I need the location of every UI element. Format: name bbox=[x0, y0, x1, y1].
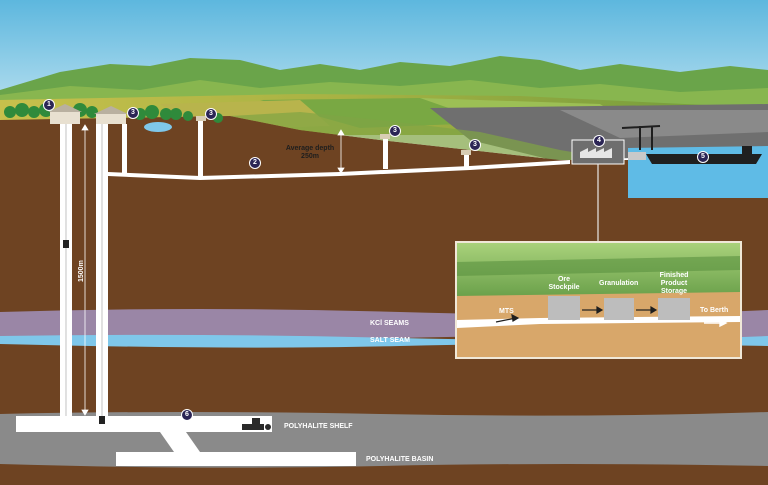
kcl-seams-label: KCl SEAMS bbox=[370, 320, 409, 327]
cage-2 bbox=[99, 416, 105, 424]
mining-machine-icon bbox=[242, 418, 271, 430]
minehead-buildings bbox=[48, 104, 128, 124]
earth bbox=[0, 116, 768, 485]
polyhalite-basin-label: POLYHALITE BASIN bbox=[366, 456, 434, 463]
mts-label: MTS bbox=[499, 308, 514, 315]
badge-1: 1 bbox=[43, 99, 55, 111]
tunnels bbox=[16, 121, 570, 466]
port-shed bbox=[628, 152, 646, 160]
finished-product-storage-label: Finished Product Storage bbox=[654, 272, 694, 296]
processing-plant-icon bbox=[571, 139, 625, 165]
polyhalite-shelf-label: POLYHALITE SHELF bbox=[284, 423, 353, 430]
badge-3d: 3 bbox=[469, 139, 481, 151]
salt-seam-label: SALT SEAM bbox=[370, 337, 410, 344]
vent-hut-2 bbox=[380, 134, 390, 139]
average-depth-label: Average depth 250m bbox=[284, 145, 336, 161]
vent-hut-1 bbox=[196, 116, 206, 121]
field-edge bbox=[230, 112, 620, 160]
finished-line2: Product bbox=[660, 280, 688, 287]
badge-4: 4 bbox=[593, 135, 605, 147]
pond bbox=[144, 122, 172, 132]
coastal-land-light bbox=[560, 110, 768, 138]
badge-5: 5 bbox=[697, 151, 709, 163]
shaft-depth-label: 1500m bbox=[78, 260, 85, 282]
finished-line1: Finished bbox=[659, 272, 689, 279]
ore-stockpile-line1: Ore bbox=[557, 276, 571, 283]
cage-1 bbox=[63, 240, 69, 248]
to-berth-arrow bbox=[704, 318, 728, 328]
ore-stockpile-label: Ore Stockpile bbox=[544, 276, 584, 292]
inset-arrows bbox=[495, 305, 658, 323]
to-berth-label: To Berth bbox=[700, 307, 729, 314]
badge-3c: 3 bbox=[389, 125, 401, 137]
badge-2: 2 bbox=[249, 157, 261, 169]
finished-line3: Storage bbox=[660, 288, 688, 295]
salt-seam bbox=[0, 334, 768, 348]
granulation-label: Granulation bbox=[599, 280, 639, 287]
badge-6: 6 bbox=[181, 409, 193, 421]
ore-stockpile-line2: Stockpile bbox=[548, 284, 580, 291]
average-depth-line1: Average depth bbox=[285, 145, 335, 152]
average-depth-line2: 250m bbox=[301, 153, 319, 160]
vent-hut-3 bbox=[461, 150, 471, 155]
inset-panel bbox=[455, 241, 742, 359]
ship-loader-crane-icon bbox=[621, 125, 661, 150]
depth-arrow-1500 bbox=[81, 124, 89, 416]
depth-arrow-250 bbox=[337, 129, 345, 174]
badge-3b: 3 bbox=[205, 108, 217, 120]
badge-3a: 3 bbox=[127, 107, 139, 119]
